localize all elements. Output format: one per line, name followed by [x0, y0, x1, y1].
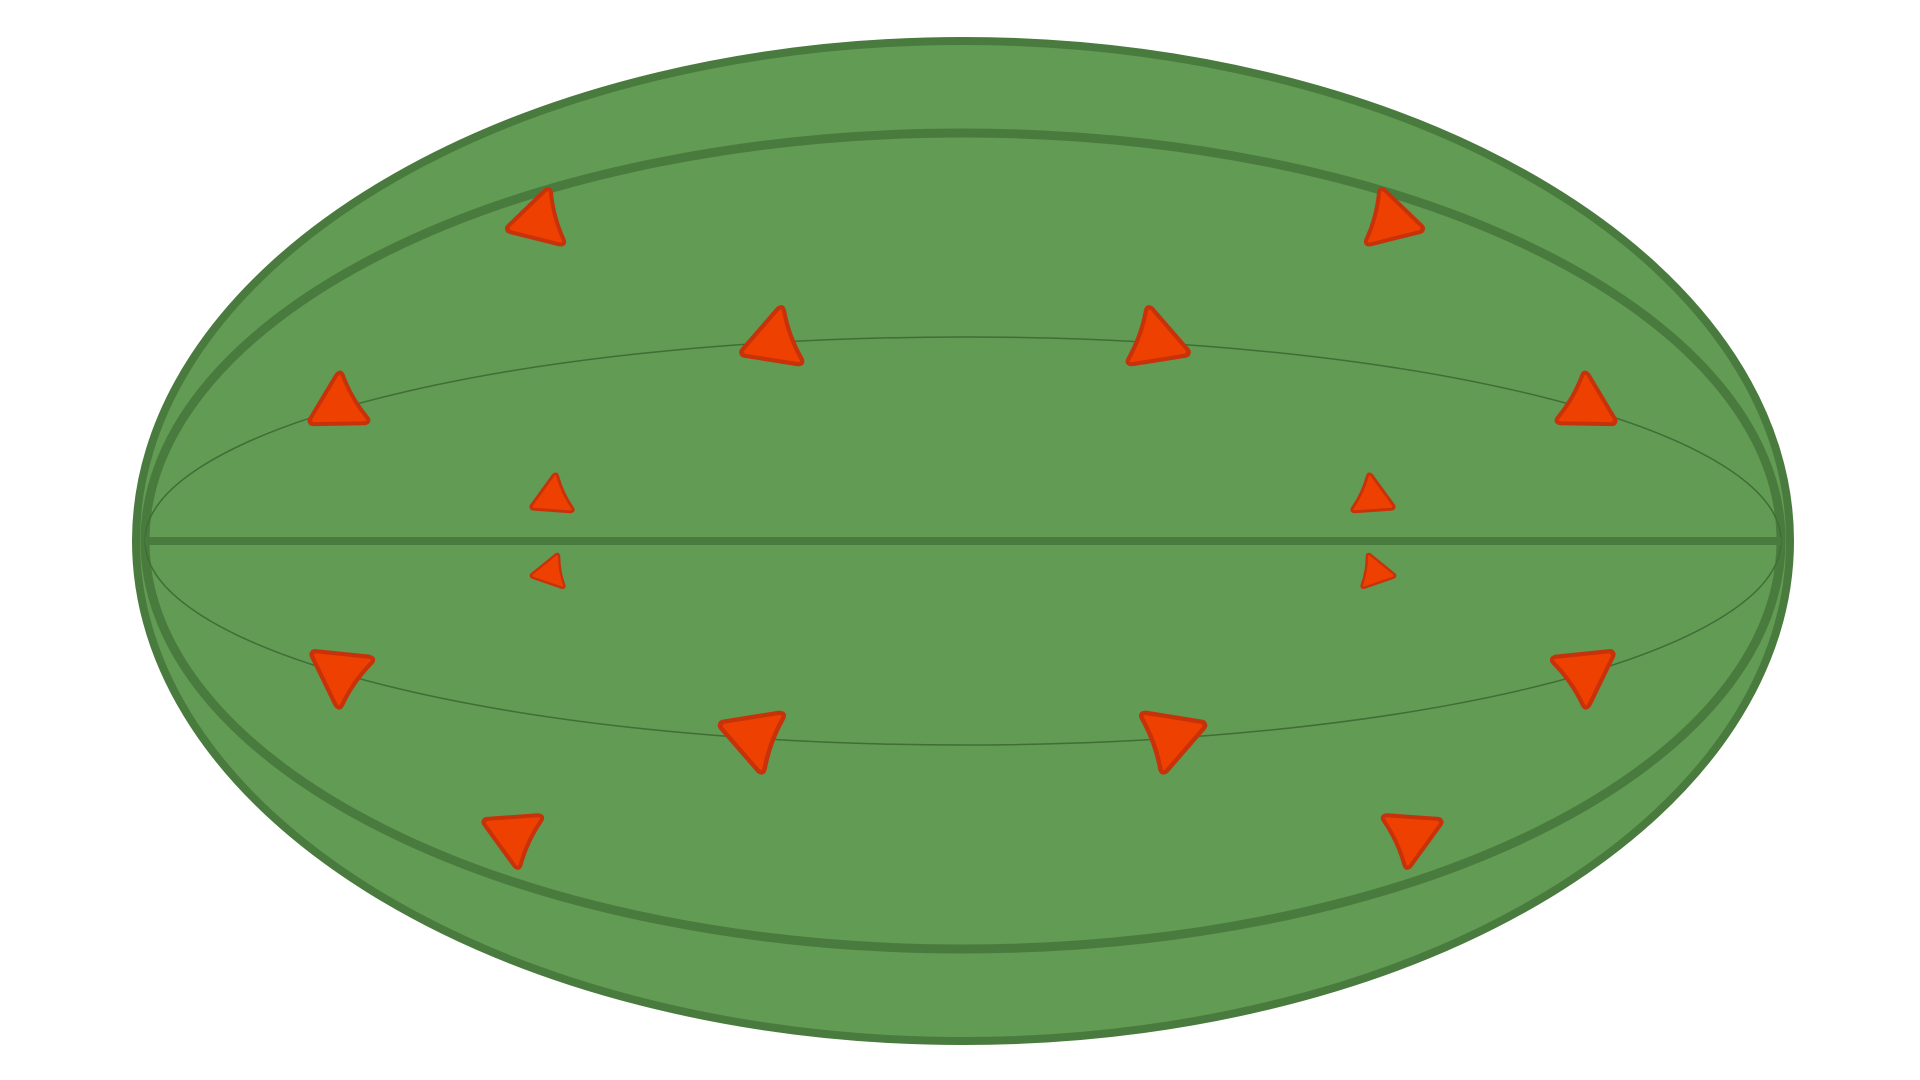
arrow-lower-left-inner-icon — [717, 710, 787, 775]
arrow-lower-left-outer-icon — [481, 813, 545, 870]
arrow-near-equator-upper-right-icon — [1350, 472, 1396, 514]
arrow-upper-left-inner-icon — [739, 305, 805, 367]
arrow-lower-right-inner-icon — [1138, 710, 1208, 775]
arrow-near-equator-lower-right-icon — [1360, 552, 1397, 589]
arrow-upper-left-outer-icon — [504, 187, 567, 247]
arrow-near-equator-lower-left-icon — [529, 552, 566, 589]
arrow-lower-right-outer-icon — [1380, 813, 1444, 870]
arrow-upper-right-edge-icon — [1554, 370, 1618, 427]
arrow-upper-right-outer-icon — [1363, 187, 1426, 247]
arrow-near-equator-upper-left-icon — [529, 472, 575, 514]
arrow-upper-left-edge-icon — [307, 370, 371, 427]
rotation-arrows — [307, 187, 1618, 870]
arrow-upper-right-inner-icon — [1125, 305, 1191, 367]
arrow-lower-left-edge-icon — [309, 649, 376, 710]
arrow-lower-right-edge-icon — [1549, 649, 1616, 710]
